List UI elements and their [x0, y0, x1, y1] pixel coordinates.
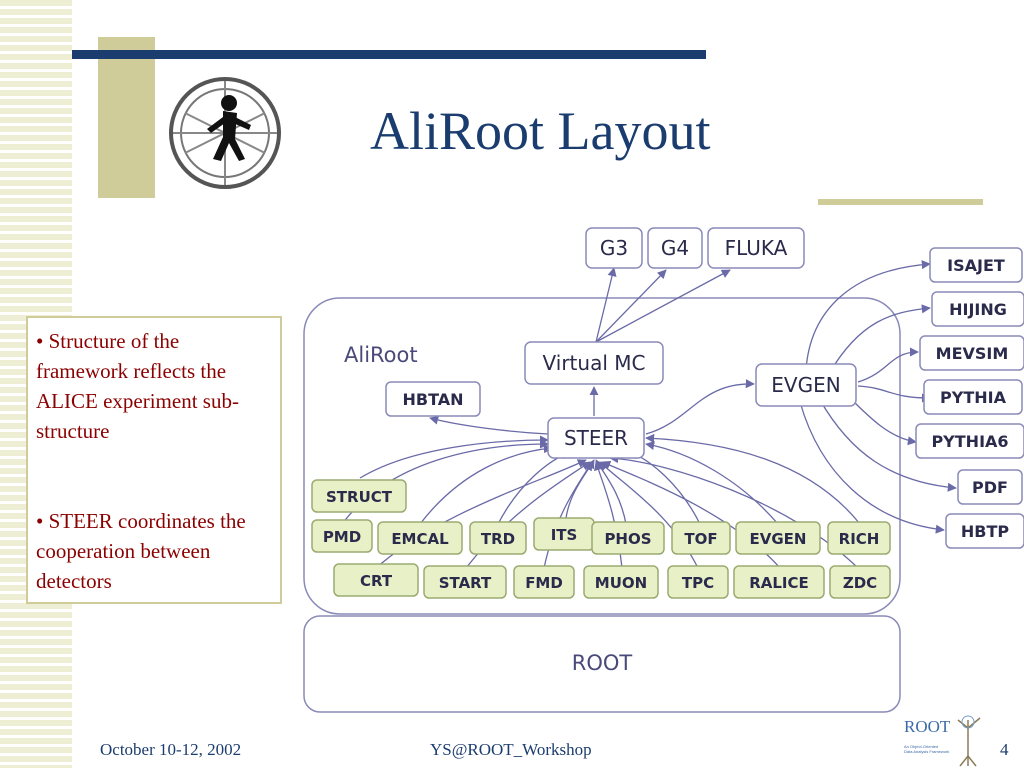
svg-text:ISAJET: ISAJET: [947, 256, 1005, 275]
svg-text:An Object-Oriented: An Object-Oriented: [904, 744, 938, 749]
bullet-steer: • STEER coordinates the cooperation betw…: [36, 509, 246, 593]
svg-text:G4: G4: [661, 236, 689, 260]
detector-struct: STRUCT: [311, 479, 407, 513]
svg-text:FMD: FMD: [525, 574, 563, 592]
svg-text:PYTHIA6: PYTHIA6: [931, 432, 1008, 451]
detector-phos: PHOS: [591, 521, 665, 555]
detector-zdc: ZDC: [829, 565, 891, 599]
svg-text:STEER: STEER: [564, 426, 628, 450]
detector-fmd: FMD: [513, 565, 575, 599]
svg-text:MEVSIM: MEVSIM: [936, 344, 1009, 363]
detector-rich: RICH: [827, 521, 891, 555]
gold-accent-line: [818, 199, 983, 205]
box-virtual-mc: Virtual MC: [524, 341, 664, 385]
footer-event: YS@ROOT_Workshop: [430, 740, 592, 759]
box-g3: G3: [585, 227, 643, 269]
detector-evgen: EVGEN: [735, 521, 821, 555]
svg-text:TPC: TPC: [682, 574, 714, 592]
root-container: [303, 615, 901, 713]
aliroot-layout-diagram: AliRoot ROOT: [303, 227, 1024, 713]
footer-page-number: 4: [1000, 740, 1009, 759]
svg-text:G3: G3: [600, 236, 628, 260]
box-pythia6: PYTHIA6: [915, 423, 1024, 459]
svg-text:TRD: TRD: [481, 530, 515, 548]
svg-text:HBTP: HBTP: [961, 522, 1010, 541]
svg-text:FLUKA: FLUKA: [725, 236, 788, 260]
box-steer: STEER: [547, 417, 645, 459]
svg-text:PHOS: PHOS: [604, 530, 651, 548]
svg-text:STRUCT: STRUCT: [326, 488, 393, 506]
detector-its: ITS: [533, 517, 595, 551]
bullet-structure: • Structure of the framework reflects th…: [36, 329, 239, 443]
detector-muon: MUON: [583, 565, 659, 599]
box-evgen-main: EVGEN: [755, 363, 857, 407]
slide-title: AliRoot Layout: [370, 101, 711, 161]
box-fluka: FLUKA: [707, 227, 805, 269]
title-rule: [72, 50, 706, 59]
aliroot-label: AliRoot: [344, 343, 418, 367]
svg-text:PYTHIA: PYTHIA: [940, 388, 1007, 407]
alice-running-man-logo: [169, 77, 281, 189]
root-logo-text: ROOT: [904, 717, 951, 736]
svg-text:PDF: PDF: [972, 478, 1008, 497]
svg-text:PMD: PMD: [323, 528, 361, 546]
svg-text:HIJING: HIJING: [949, 300, 1007, 319]
detector-tof: TOF: [671, 521, 731, 555]
svg-text:RICH: RICH: [839, 530, 880, 548]
box-pdf: PDF: [957, 469, 1023, 505]
box-hijing: HIJING: [931, 291, 1024, 327]
detector-tpc: TPC: [667, 565, 729, 599]
root-label: ROOT: [572, 651, 633, 675]
svg-text:Data Analysis Framework: Data Analysis Framework: [904, 749, 949, 754]
detector-ralice: RALICE: [733, 565, 825, 599]
detector-crt: CRT: [333, 563, 419, 597]
svg-text:Virtual MC: Virtual MC: [543, 351, 646, 375]
svg-text:EVGEN: EVGEN: [771, 373, 840, 397]
svg-text:ITS: ITS: [551, 526, 578, 544]
svg-text:CRT: CRT: [360, 572, 393, 590]
detector-trd: TRD: [469, 521, 527, 555]
detector-pmd: PMD: [311, 519, 373, 553]
svg-text:MUON: MUON: [595, 574, 647, 592]
svg-text:TOF: TOF: [684, 530, 717, 548]
detector-start: START: [423, 565, 507, 599]
gold-accent-block: [98, 37, 155, 198]
svg-text:RALICE: RALICE: [749, 574, 809, 592]
svg-text:START: START: [439, 574, 492, 592]
box-pythia: PYTHIA: [923, 379, 1023, 415]
root-framework-logo: ROOT An Object-Oriented Data Analysis Fr…: [904, 715, 981, 767]
box-mevsim: MEVSIM: [919, 335, 1024, 371]
svg-text:ZDC: ZDC: [843, 574, 877, 592]
box-g4: G4: [647, 227, 703, 269]
bullet-textbox: • Structure of the framework reflects th…: [26, 316, 282, 604]
svg-text:EMCAL: EMCAL: [391, 530, 449, 548]
detector-emcal: EMCAL: [377, 521, 463, 555]
box-isajet: ISAJET: [929, 247, 1023, 283]
svg-text:HBTAN: HBTAN: [402, 390, 463, 409]
box-hbtp: HBTP: [945, 513, 1024, 549]
svg-text:EVGEN: EVGEN: [750, 530, 807, 548]
box-hbtan: HBTAN: [385, 381, 481, 417]
footer-date: October 10-12, 2002: [100, 740, 242, 759]
